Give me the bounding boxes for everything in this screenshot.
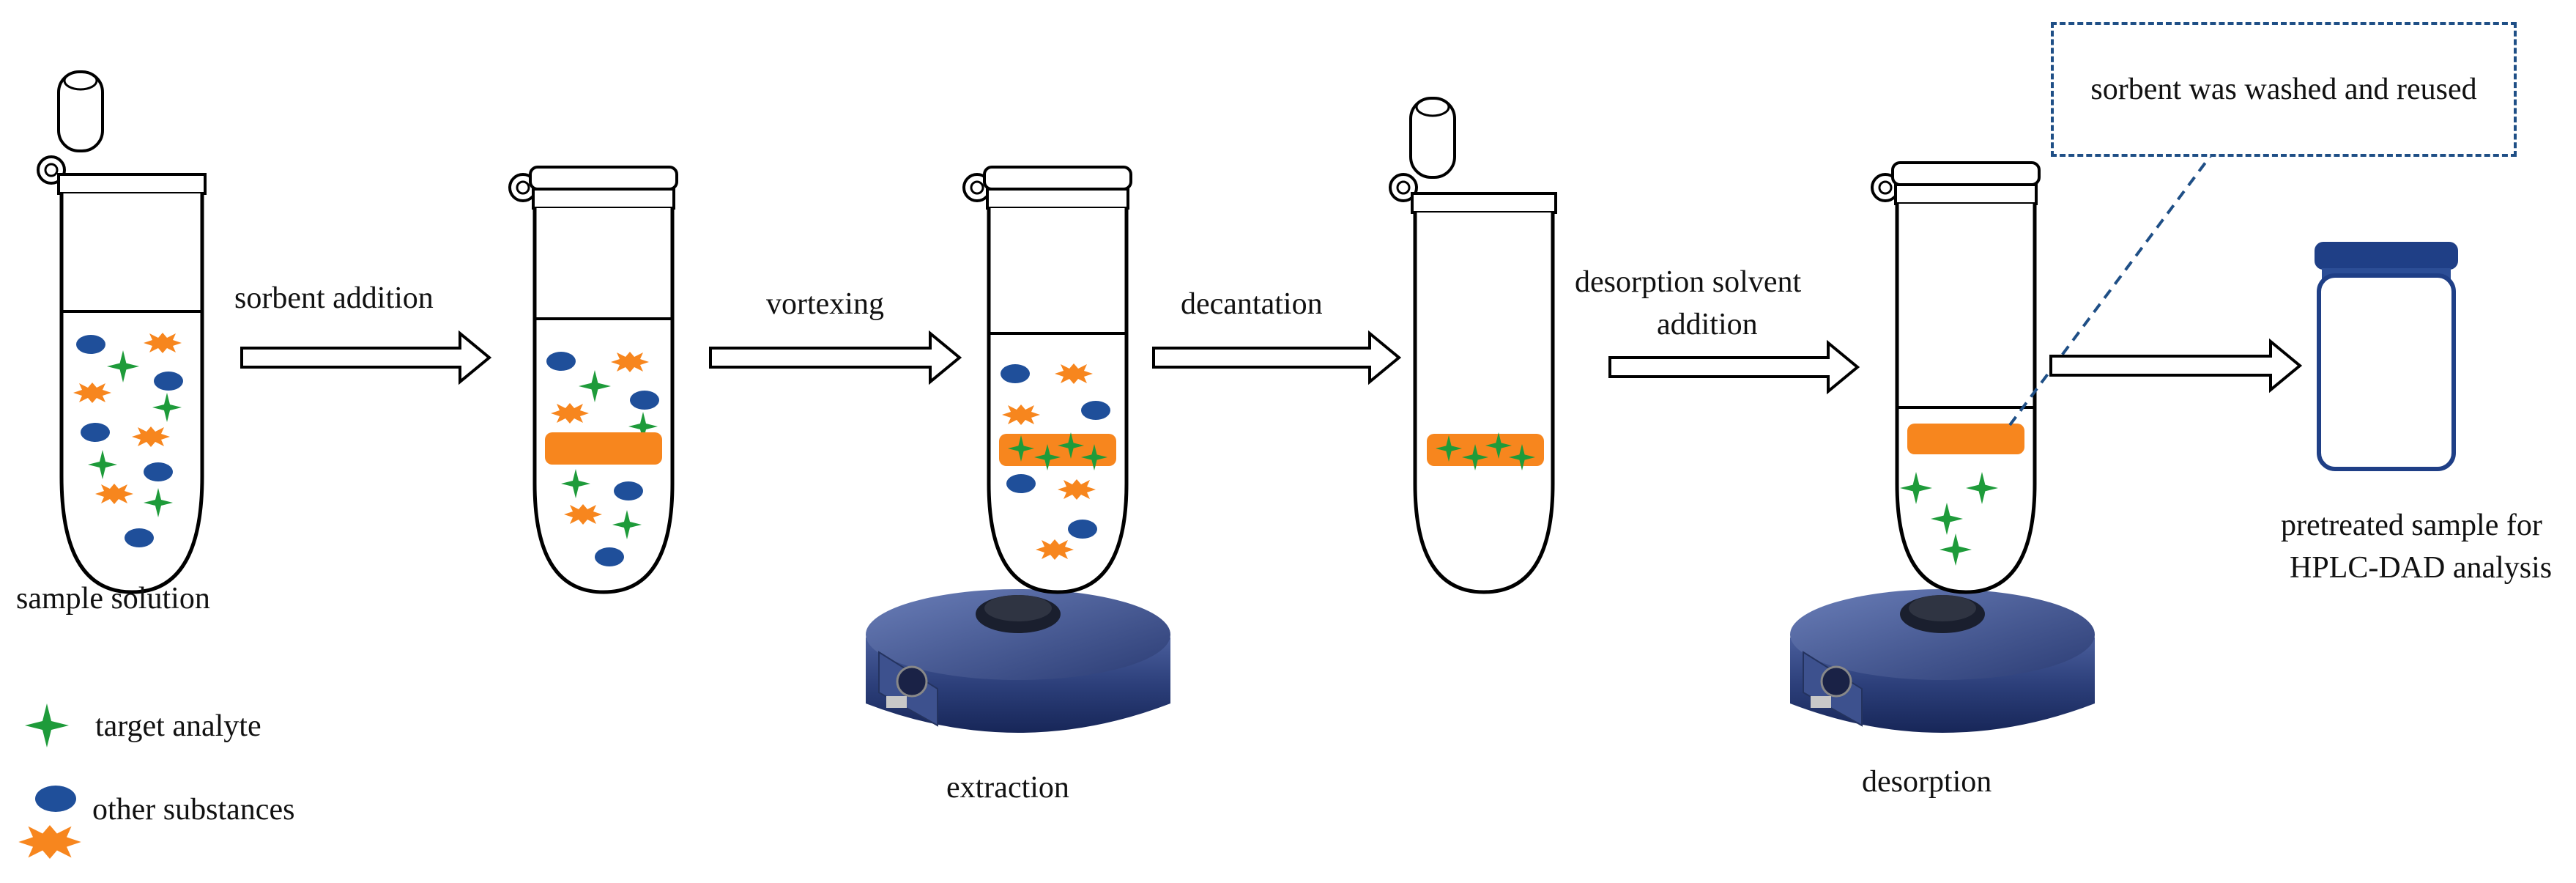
tube-cap — [983, 166, 1132, 191]
legend-other-substances: other substances — [92, 793, 294, 827]
particles — [1001, 363, 1110, 425]
label-vortexing: vortexing — [766, 287, 884, 321]
tube-desorption — [1871, 161, 2041, 594]
tube-rim — [986, 188, 1129, 210]
tube-decanted — [1389, 97, 1557, 594]
vial-cap — [2315, 242, 2458, 270]
sample-vial — [2315, 242, 2458, 471]
sorbent-layer — [1907, 424, 2024, 454]
tube-rim — [1411, 192, 1557, 214]
tube-sample-solution — [37, 70, 207, 594]
label-desorption-solvent-2: addition — [1657, 308, 1758, 341]
vial-body — [2317, 273, 2456, 471]
label-sample-solution: sample solution — [16, 582, 210, 616]
particles — [73, 333, 183, 547]
tube-rim — [532, 188, 675, 210]
switch-icon — [1811, 696, 1831, 708]
tube-body — [1413, 213, 1555, 594]
burst-icon — [18, 825, 81, 859]
tube-cap — [1891, 161, 2041, 186]
legend: target analyte other substances — [18, 703, 294, 859]
particles — [546, 352, 659, 441]
label-pretreated-1: pretreated sample for — [2281, 509, 2542, 542]
label-extraction: extraction — [946, 771, 1069, 805]
arrow-2 — [709, 330, 962, 385]
callout-sorbent-reused: sorbent was washed and reused — [2051, 22, 2517, 157]
star-icon — [25, 703, 69, 747]
tube-body — [987, 208, 1129, 594]
switch-icon — [886, 696, 907, 708]
label-sorbent-addition: sorbent addition — [234, 281, 434, 315]
particles-lower — [561, 469, 643, 566]
speed-knob — [896, 665, 928, 698]
tube-extraction — [962, 166, 1132, 594]
arrow-5 — [2049, 338, 2303, 394]
label-desorption: desorption — [1862, 765, 1992, 799]
arrow-1 — [240, 330, 492, 385]
arrow-4 — [1608, 339, 1860, 395]
ellipse-icon — [35, 786, 76, 812]
tube-rim — [1894, 183, 2038, 205]
label-decantation: decantation — [1181, 287, 1323, 321]
tube-with-sorbent — [508, 166, 678, 594]
particles-lower — [1006, 474, 1097, 560]
tube-body — [59, 193, 204, 594]
label-pretreated-2: HPLC-DAD analysis — [2290, 551, 2552, 585]
callout-connector — [2008, 152, 2213, 426]
arrow-3 — [1152, 330, 1402, 385]
vortex-mixer-1 — [866, 589, 1170, 733]
callout-text: sorbent was washed and reused — [2090, 72, 2477, 106]
tube-body — [1895, 204, 2037, 594]
vortex-mixer-2 — [1790, 589, 2095, 733]
speed-knob — [1820, 665, 1852, 698]
tube-cap — [529, 166, 678, 191]
label-desorption-solvent-1: desorption solvent — [1575, 265, 1801, 299]
legend-target-analyte: target analyte — [95, 709, 261, 743]
tube-rim — [57, 173, 207, 195]
sorbent-layer — [545, 432, 662, 465]
